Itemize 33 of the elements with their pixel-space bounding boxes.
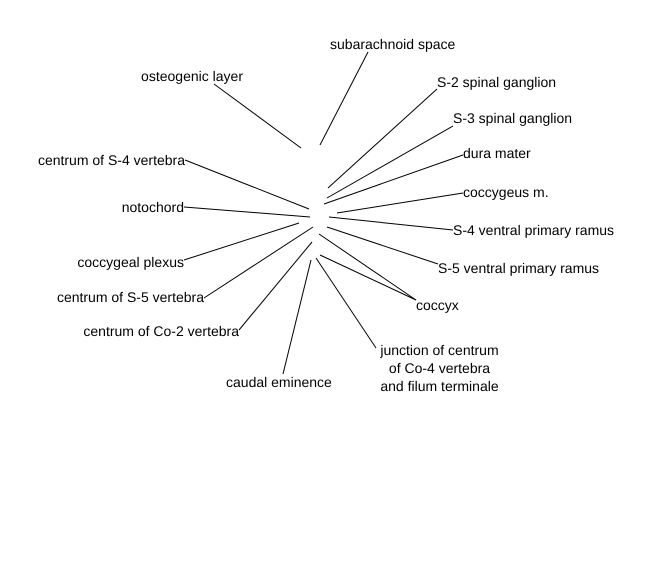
leader-line (316, 258, 376, 348)
structure-label: coccygeal plexus (77, 254, 184, 270)
structure-label: S-4 ventral primary ramus (453, 222, 614, 238)
leader-line (320, 52, 368, 146)
leader-line (336, 192, 464, 214)
leader-line (326, 126, 454, 198)
leader-line (184, 160, 310, 210)
leader-line (214, 84, 302, 148)
structure-label: centrum of S-4 vertebra (38, 152, 185, 168)
leader-line (282, 260, 312, 374)
leader-line (318, 234, 416, 300)
structure-label: S-2 spinal ganglion (437, 74, 556, 90)
structure-label: coccygeus m. (463, 184, 549, 200)
structure-label: coccyx (416, 297, 459, 313)
structure-label: subarachnoid space (330, 36, 456, 52)
leader-line (324, 154, 464, 204)
leader-line (238, 242, 312, 330)
leader-line (320, 254, 416, 300)
leader-line (204, 226, 314, 298)
leader-line (184, 222, 300, 260)
leader-line (184, 206, 310, 218)
structure-label: osteogenic layer (141, 68, 243, 84)
structure-label: notochord (122, 199, 184, 215)
leader-line (326, 226, 438, 264)
leader-line (328, 216, 454, 230)
leader-line (328, 88, 438, 188)
structure-label: S-3 spinal ganglion (453, 110, 572, 126)
structure-label: S-5 ventral primary ramus (438, 260, 600, 276)
structure-label: junction of centrum of Co-4 vertebra and filum terminale (376, 341, 503, 395)
structure-label: centrum of S-5 vertebra (56, 289, 204, 305)
structure-label: caudal eminence (226, 374, 332, 390)
structure-label: centrum of Co-2 vertebra (83, 323, 239, 339)
structure-label: dura mater (463, 145, 531, 161)
